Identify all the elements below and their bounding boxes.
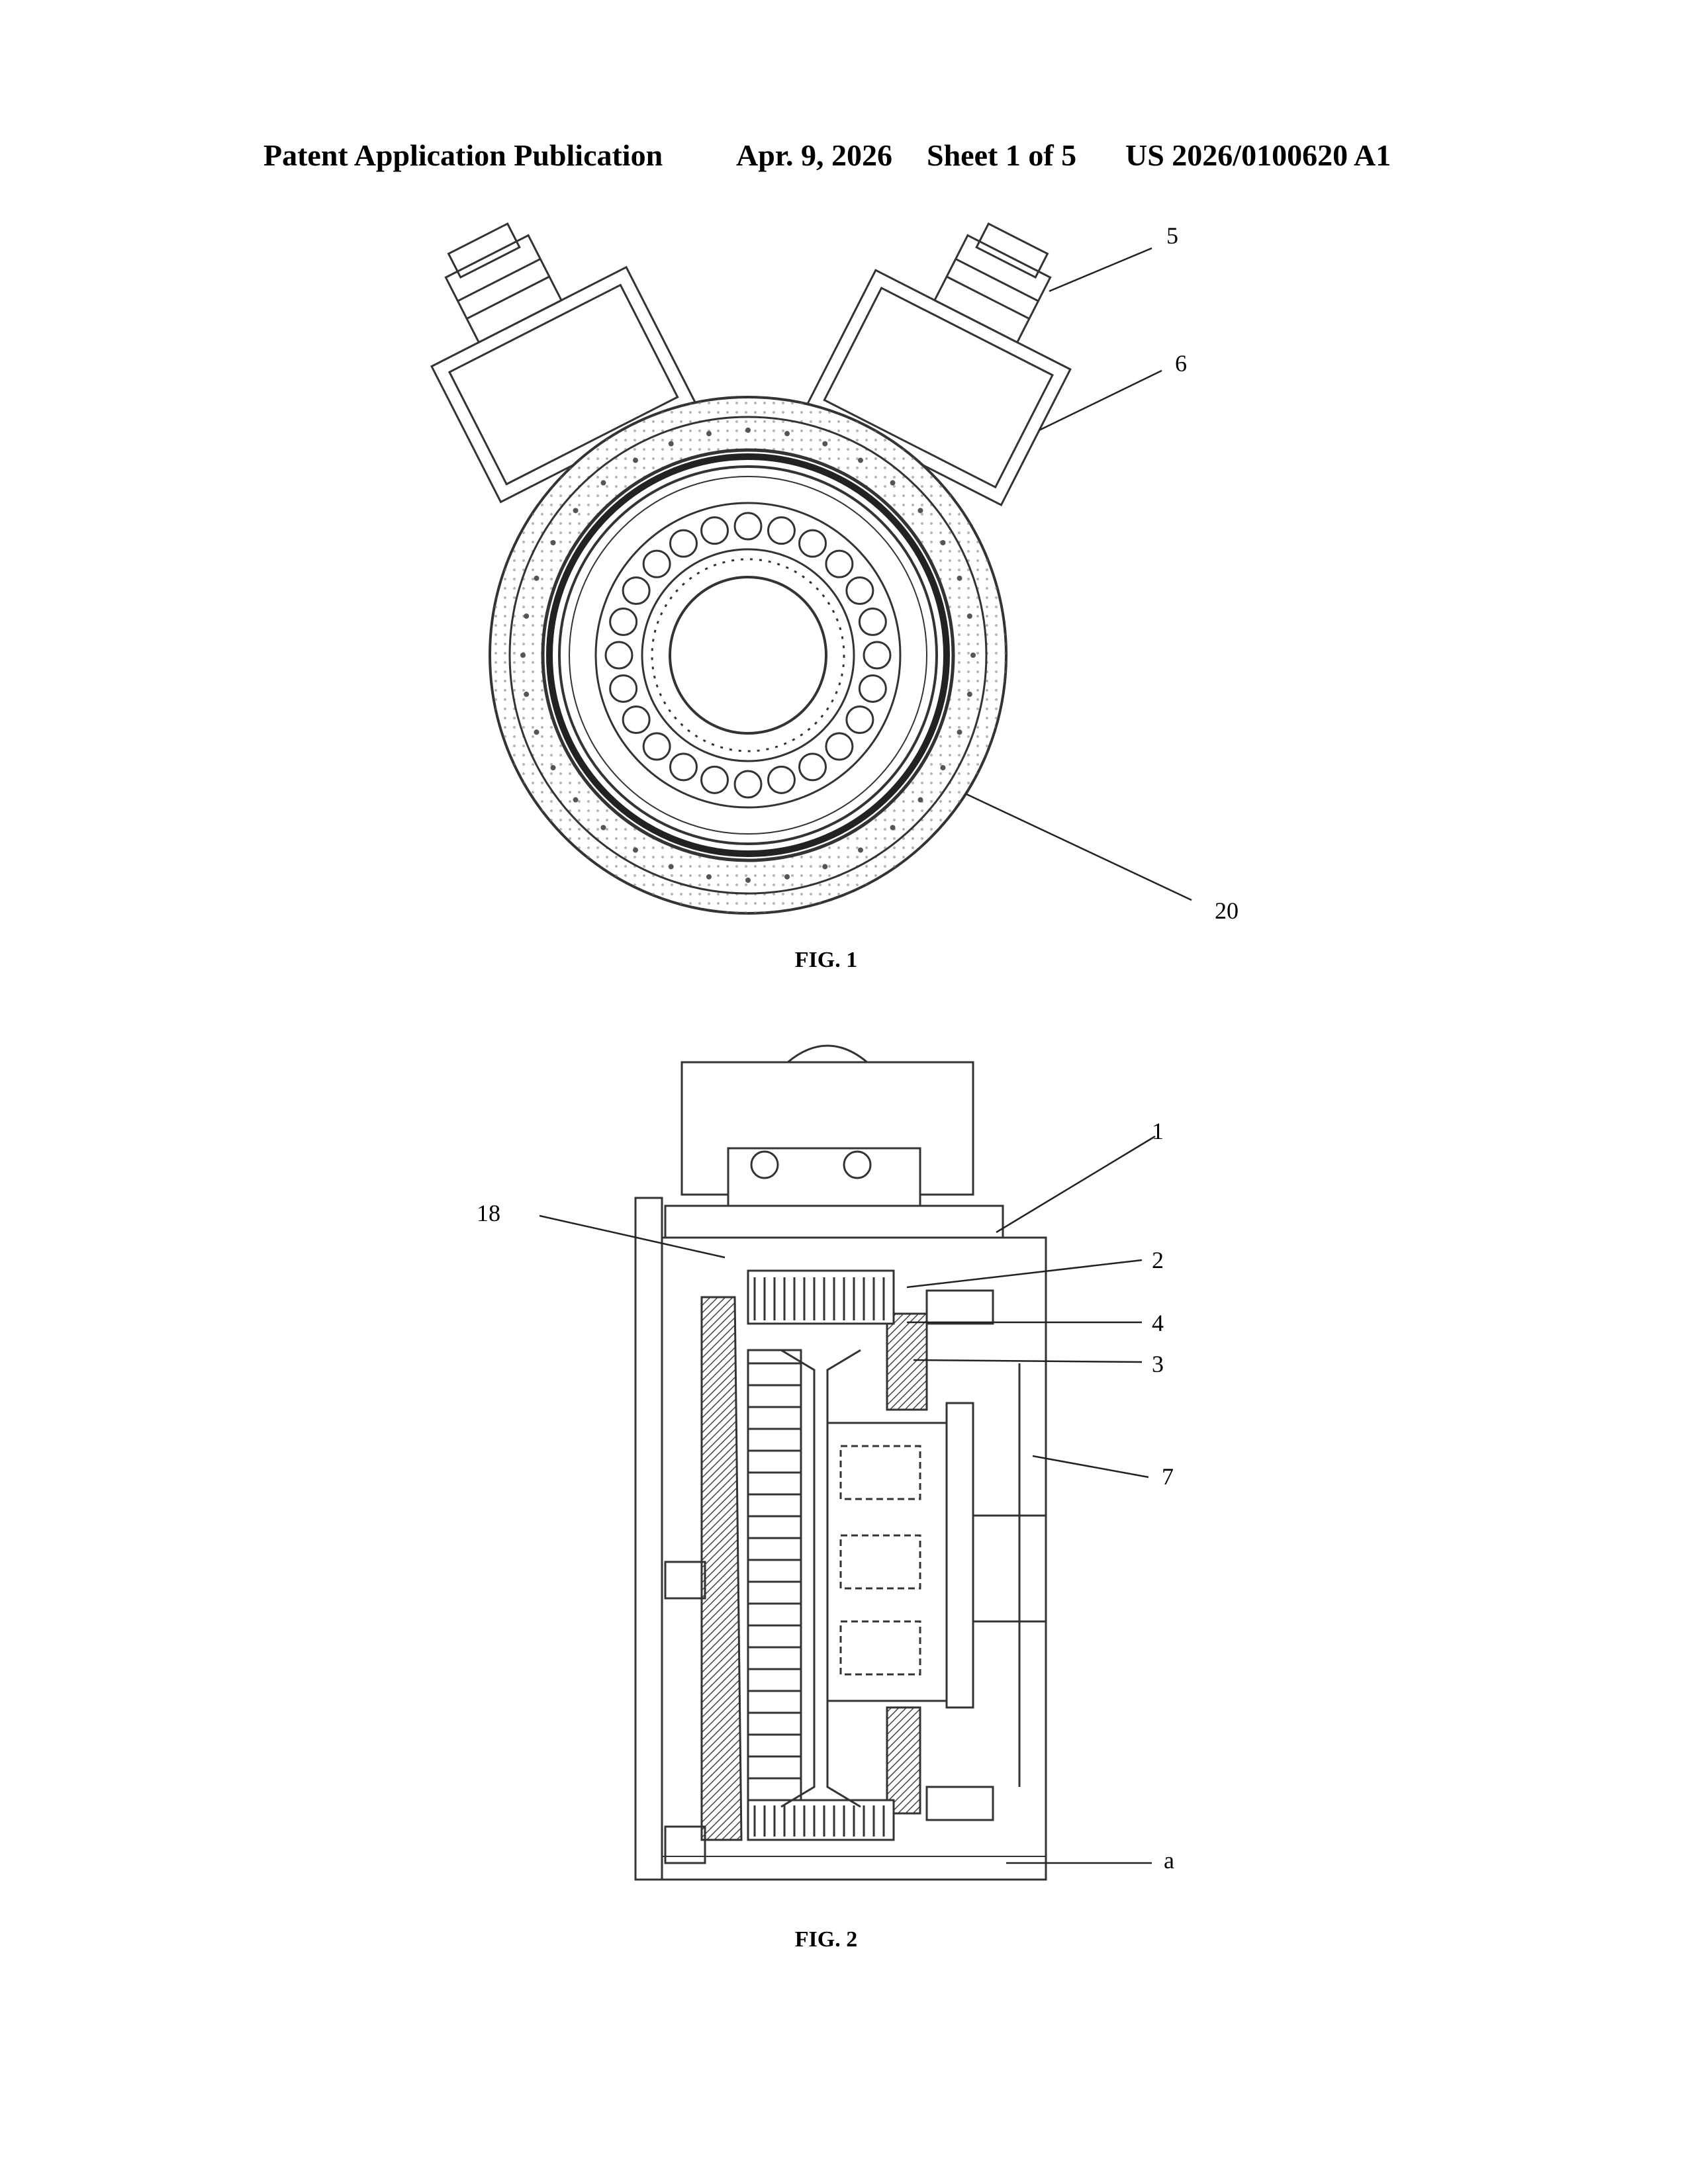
flange-hole <box>573 797 579 803</box>
flange-hole <box>633 458 638 463</box>
flange-hole <box>551 765 556 770</box>
fig1-ref-5: 5 <box>1166 222 1178 250</box>
fig2-ref-a: a <box>1164 1846 1174 1874</box>
fig2-ref-4: 4 <box>1152 1309 1164 1337</box>
flange-hole <box>967 692 972 697</box>
flange-hole <box>551 540 556 545</box>
flange-hole <box>858 458 863 463</box>
fig1-caption: FIG. 1 <box>727 948 925 973</box>
flange-hole <box>573 508 579 513</box>
flange-hole <box>706 431 712 436</box>
fig1-ref-6: 6 <box>1175 349 1187 377</box>
flange-hole <box>524 692 529 697</box>
flange-hole <box>858 847 863 852</box>
flange-hole <box>745 878 751 883</box>
flange-hole <box>520 653 526 658</box>
flange-hole <box>957 729 962 735</box>
flange-hole <box>917 797 923 803</box>
flange-hole <box>822 864 827 869</box>
flange-hole <box>967 614 972 619</box>
flange-hole <box>784 431 790 436</box>
flange-hole <box>940 540 945 545</box>
flange-hole <box>600 825 606 830</box>
flange-hole <box>890 825 896 830</box>
flange-hole <box>890 480 896 486</box>
flange-hole <box>633 847 638 852</box>
flange-hole <box>524 614 529 619</box>
fig2-ref-3: 3 <box>1152 1350 1164 1378</box>
flange-hole <box>917 508 923 513</box>
flange-hole <box>669 864 674 869</box>
flange-hole <box>669 441 674 447</box>
fig2-ref-2: 2 <box>1152 1246 1164 1274</box>
fig1-ref-20: 20 <box>1215 897 1239 925</box>
fig2-ref-18: 18 <box>477 1199 500 1227</box>
flange-hole <box>600 480 606 486</box>
fig2-caption: FIG. 2 <box>727 1927 925 1952</box>
flange-hole <box>784 874 790 880</box>
flange-hole <box>957 576 962 581</box>
flange-hole <box>970 653 976 658</box>
flange-hole <box>534 729 539 735</box>
flange-hole <box>534 576 539 581</box>
fig2-ref-1: 1 <box>1152 1117 1164 1145</box>
flange-hole <box>745 428 751 433</box>
fig2-drawing <box>635 1046 1046 1880</box>
flange-hole <box>706 874 712 880</box>
flange-hole <box>822 441 827 447</box>
flange-hole <box>940 765 945 770</box>
fig2-ref-7: 7 <box>1162 1463 1174 1490</box>
fig1-drawing <box>389 185 1112 913</box>
